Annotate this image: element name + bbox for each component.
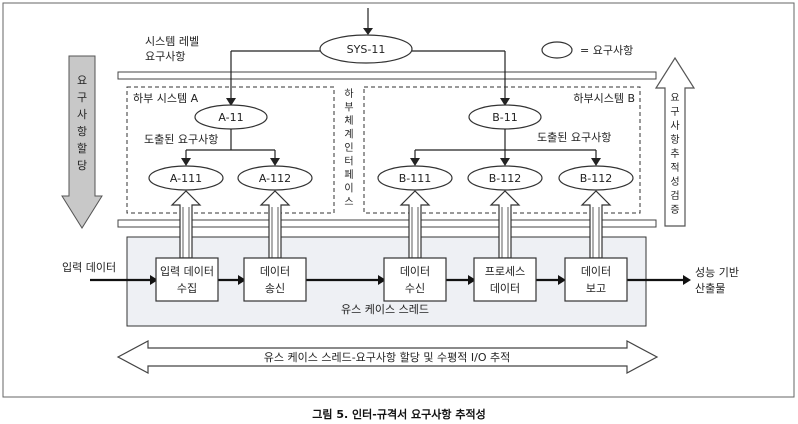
subsystem-a-derived-label: 도출된 요구사항 [144, 133, 218, 146]
svg-text:입력 데이터: 입력 데이터 [160, 265, 214, 278]
step-data-receive: 데이터 수신 [383, 257, 447, 302]
svg-text:보고: 보고 [586, 282, 606, 295]
step-data-send: 데이터 송신 [243, 257, 307, 302]
traceability-char: 요 [670, 93, 679, 104]
trace-up-arrow [580, 190, 612, 259]
interface-char: 체 [344, 115, 353, 127]
a-111-label: A-111 [170, 172, 202, 185]
allocation-char: 요 [77, 74, 87, 87]
subsystem-level-bar [117, 219, 657, 228]
horizontal-io-trace-arrow [116, 340, 659, 374]
svg-text:프로세스: 프로세스 [485, 265, 525, 278]
b-11-label: B-11 [492, 111, 518, 124]
subsystem-a-box [126, 86, 335, 214]
b-111-label: B-111 [399, 172, 432, 185]
traceability-char: 사 [670, 120, 679, 132]
trace-up-arrow [489, 190, 521, 259]
interface-char: 인 [344, 142, 353, 154]
entry-arrowhead-icon [363, 28, 373, 35]
step-process-data: 프로세스 데이터 [473, 257, 537, 302]
traceability-char: 구 [670, 107, 679, 118]
arrowhead-icon [181, 158, 191, 166]
interface-char: 이 [344, 183, 353, 195]
b-112-node [467, 165, 543, 191]
svg-text:데이터: 데이터 [581, 265, 611, 278]
allocation-char: 항 [77, 125, 87, 138]
svg-text:데이터: 데이터 [400, 265, 430, 278]
trace-up-arrow [259, 190, 291, 259]
trace-up-arrow [170, 190, 202, 259]
a-111-node [148, 165, 224, 191]
arrowhead-icon [270, 158, 280, 166]
figure-caption: 그림 5. 인터-규격서 요구사항 추적성 [312, 407, 485, 421]
interface-char: 계 [344, 129, 353, 141]
allocation-char: 할 [77, 142, 87, 155]
traceability-char: 성 [670, 176, 679, 188]
requirement-allocation-arrow [61, 55, 103, 229]
figure-frame [2, 2, 795, 398]
interface-char: 페 [344, 169, 353, 181]
arrowhead-icon [410, 158, 420, 166]
svg-text:수신: 수신 [405, 282, 425, 295]
a-112-label: A-112 [259, 172, 291, 185]
traceability-char: 적 [670, 162, 679, 174]
sys-11-node [319, 34, 413, 64]
b-112-node-2 [558, 165, 634, 191]
legend-label: = 요구사항 [580, 44, 633, 57]
system-level-label-line2: 요구사항 [145, 50, 185, 63]
subsystem-b-derived-label: 도출된 요구사항 [537, 131, 611, 144]
svg-text:수집: 수집 [177, 282, 197, 295]
svg-text:데이터: 데이터 [490, 282, 520, 295]
b-112-label: B-112 [489, 172, 522, 185]
interface-char: 부 [344, 103, 353, 114]
input-data-label: 입력 데이터 [62, 261, 116, 274]
output-arrowhead-icon [683, 275, 691, 285]
legend-ellipse-icon [541, 41, 573, 59]
output-label-line1: 성능 기반 [695, 266, 739, 279]
horizontal-io-trace-label: 유스 케이스 스레드-요구사항 할당 및 수평적 I/O 추적 [264, 351, 510, 364]
interface-char: 터 [344, 156, 353, 168]
system-level-bar [117, 71, 657, 80]
allocation-char: 당 [77, 159, 87, 172]
output-label-line2: 산출물 [695, 282, 725, 295]
a-11-label: A-11 [218, 111, 243, 124]
arrowhead-icon [500, 98, 510, 106]
traceability-char: 항 [670, 134, 679, 146]
interface-char: 스 [344, 196, 353, 208]
arrowhead-icon [591, 158, 601, 166]
arrowhead-icon [226, 98, 236, 106]
subsystem-a-title: 하부 시스템 A [133, 91, 199, 105]
traceability-char: 추 [670, 148, 679, 160]
traceability-char: 검 [670, 190, 679, 202]
step-data-report: 데이터 보고 [564, 257, 628, 302]
b-112-label-2: B-112 [580, 172, 613, 185]
svg-text:송신: 송신 [265, 282, 285, 295]
interface-char: 하 [344, 87, 353, 100]
step-input-data-collection: 입력 데이터 수집 [155, 257, 219, 302]
b-111-node [377, 165, 453, 191]
use-case-thread-label: 유스 케이스 스레드 [341, 303, 429, 316]
sys-11-label: SYS-11 [347, 43, 386, 56]
allocation-char: 구 [77, 91, 87, 104]
traceability-char: 증 [670, 204, 679, 216]
svg-text:데이터: 데이터 [260, 265, 290, 278]
arrowhead-icon [500, 158, 510, 166]
a-112-node [237, 165, 313, 191]
subsystem-b-title: 하부시스템 B [573, 91, 635, 105]
allocation-char: 사 [77, 108, 87, 121]
trace-up-arrow [399, 190, 431, 259]
system-level-label-line1: 시스템 레벨 [145, 35, 199, 48]
traceability-verification-arrow [654, 56, 696, 227]
